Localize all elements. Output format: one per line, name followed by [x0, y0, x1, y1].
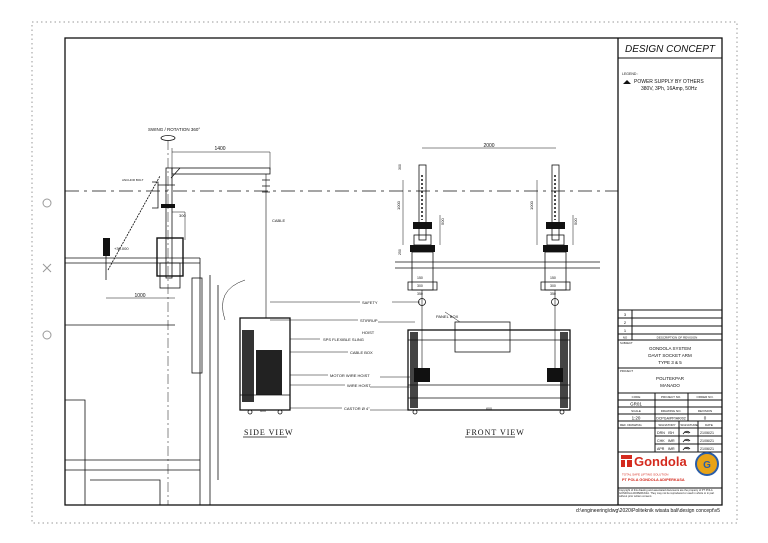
copyright-notice: Copyright of this drawing and associated… [619, 489, 715, 499]
subject-line: GONDOLA SYSTEM [649, 346, 691, 351]
project-line: MANADO [660, 383, 680, 388]
punch-hole [42, 198, 52, 208]
subject-line: TYPE 3 & 5 [658, 360, 682, 365]
punch-hole [42, 330, 52, 340]
revision-row: 3 [624, 312, 627, 317]
signatory-date: 21/06/21 [700, 431, 714, 435]
dim-base-front: 250 [398, 249, 402, 255]
dim-socket: 300 [179, 213, 186, 218]
dim-w1: 350 [417, 292, 423, 296]
logo-text: Gondola [634, 454, 687, 469]
code-label: CODE [632, 395, 641, 399]
dim-w1: 350 [550, 292, 556, 296]
dim-w3: 150 [417, 276, 423, 280]
front-view-label: FRONT VIEW [466, 428, 525, 437]
power-supply-icon [623, 80, 631, 84]
anchor-label: ANCHOR BOLT [122, 178, 144, 182]
legend-line1: POWER SUPPLY BY OTHERS [634, 79, 704, 85]
cable-label: CABLE [272, 218, 285, 223]
dim-socket-front: 500 [573, 218, 578, 225]
dim-w2: 300 [550, 284, 556, 288]
code-value: GR01 [630, 402, 642, 407]
callout-castor: CASTOR Ø 4" [344, 406, 370, 411]
signatory-date: 21/06/21 [700, 447, 714, 451]
company-logo: Gondola G TOTAL SAFE LIFTING SOLUTION PT… [621, 452, 719, 482]
front-view: 2000 1000 1000 500 500 300 250 150 300 3… [395, 143, 600, 438]
signatory-name: IMR [668, 447, 675, 451]
project-label: PROJECT [620, 369, 633, 373]
signatory-date: 21/06/21 [700, 439, 714, 443]
file-path: d:\engineering\dwg\2020\Politeknik wisat… [576, 508, 720, 514]
signatory-name: ISH [668, 431, 674, 435]
dim-socket-front: 500 [440, 218, 445, 225]
drawing-no-label: DRAWING NO. [661, 409, 682, 413]
revision-row: 1 [624, 328, 627, 333]
legend-line2: 380V, 3Ph, 16Amp, 50Hz [641, 86, 697, 92]
callouts: SAFETY STIRRUP HOIST SPS FLEXIBLE SLING … [270, 300, 420, 411]
signature-header: SIGNATURE [680, 423, 697, 427]
date-header: DATE [705, 423, 713, 427]
signatory-role: DRN [657, 431, 665, 435]
legend-heading: LEGEND : [622, 72, 638, 76]
revision-value: 0 [704, 416, 707, 421]
dim-base: 1000 [134, 293, 145, 299]
sheet-title: DESIGN CONCEPT [625, 44, 716, 55]
callout-hoist: HOIST [362, 330, 375, 335]
dim-w3: 150 [550, 276, 556, 280]
project-no-label: PROJECT NO. [661, 395, 681, 399]
callout-stirrup: STIRRUP [360, 318, 378, 323]
ref-drawing-label: REF. DRAWING [620, 423, 642, 427]
dim-span: 2000 [483, 143, 494, 149]
dim-top: 300 [398, 164, 402, 170]
revision-row: 2 [624, 320, 627, 325]
signatory-name: IMR [668, 439, 675, 443]
signatory-role: APR [657, 447, 665, 451]
company-name: PT POLA GONDOLA ADIPERKASA [622, 478, 685, 482]
subject-label: SUBJECT [620, 341, 633, 345]
title-block: DESIGN CONCEPT LEGEND : POWER SUPPLY BY … [618, 44, 722, 499]
badge-letter: G [703, 460, 711, 471]
signatory-role: CHK [657, 439, 665, 443]
rev-desc-label: DESCRIPTION OF REVISION [657, 336, 698, 340]
dim-bottom: 600 [486, 407, 492, 411]
panel-box-label: PANEL BOX [436, 314, 459, 319]
side-view: 1400 SWING / ROTATION 360° 300 1000 +36.… [65, 127, 618, 505]
dim-cage: 600 [260, 409, 266, 413]
sheet-border [31, 21, 738, 524]
drawing-no-value: DCPGA/PP/AR/02 [656, 417, 686, 421]
callout-cable-box: CABLE BOX [350, 350, 373, 355]
subject-line: DAVIT SOCKET ARM [648, 353, 692, 358]
elevation-label: +36.000 [114, 246, 129, 251]
scale-label: SCALE [631, 409, 641, 413]
certification-badge-icon [695, 452, 719, 476]
revision-label: REVISION [698, 409, 712, 413]
drawing-frame [64, 37, 723, 506]
callout-motor-wire-hoist: MOTOR WIRE HOIST [330, 373, 370, 378]
side-view-label: SIDE VIEW [244, 428, 294, 437]
dim-arm: 1400 [214, 146, 225, 152]
tagline: TOTAL SAFE LIFTING SOLUTION [622, 473, 668, 477]
dim-height: 1000 [529, 200, 534, 210]
dim-height: 1000 [396, 200, 401, 210]
dim-w2: 300 [417, 284, 423, 288]
signature-marks [682, 430, 691, 451]
swing-label: SWING / ROTATION 360° [148, 127, 200, 132]
callout-wire-hoist: WIRE HOIST [347, 383, 371, 388]
scale-value: 1:20 [632, 416, 641, 421]
callout-safety: SAFETY [362, 300, 378, 305]
rev-no-label: NO [623, 336, 628, 340]
project-line: POLITEKPAR [656, 376, 685, 381]
order-no-label: ORDER NO. [696, 395, 713, 399]
callout-sling: SPS FLEXIBLE SLING [323, 337, 364, 342]
center-mark-icon [42, 263, 52, 273]
signatory-header: SIGNATORY [658, 423, 675, 427]
